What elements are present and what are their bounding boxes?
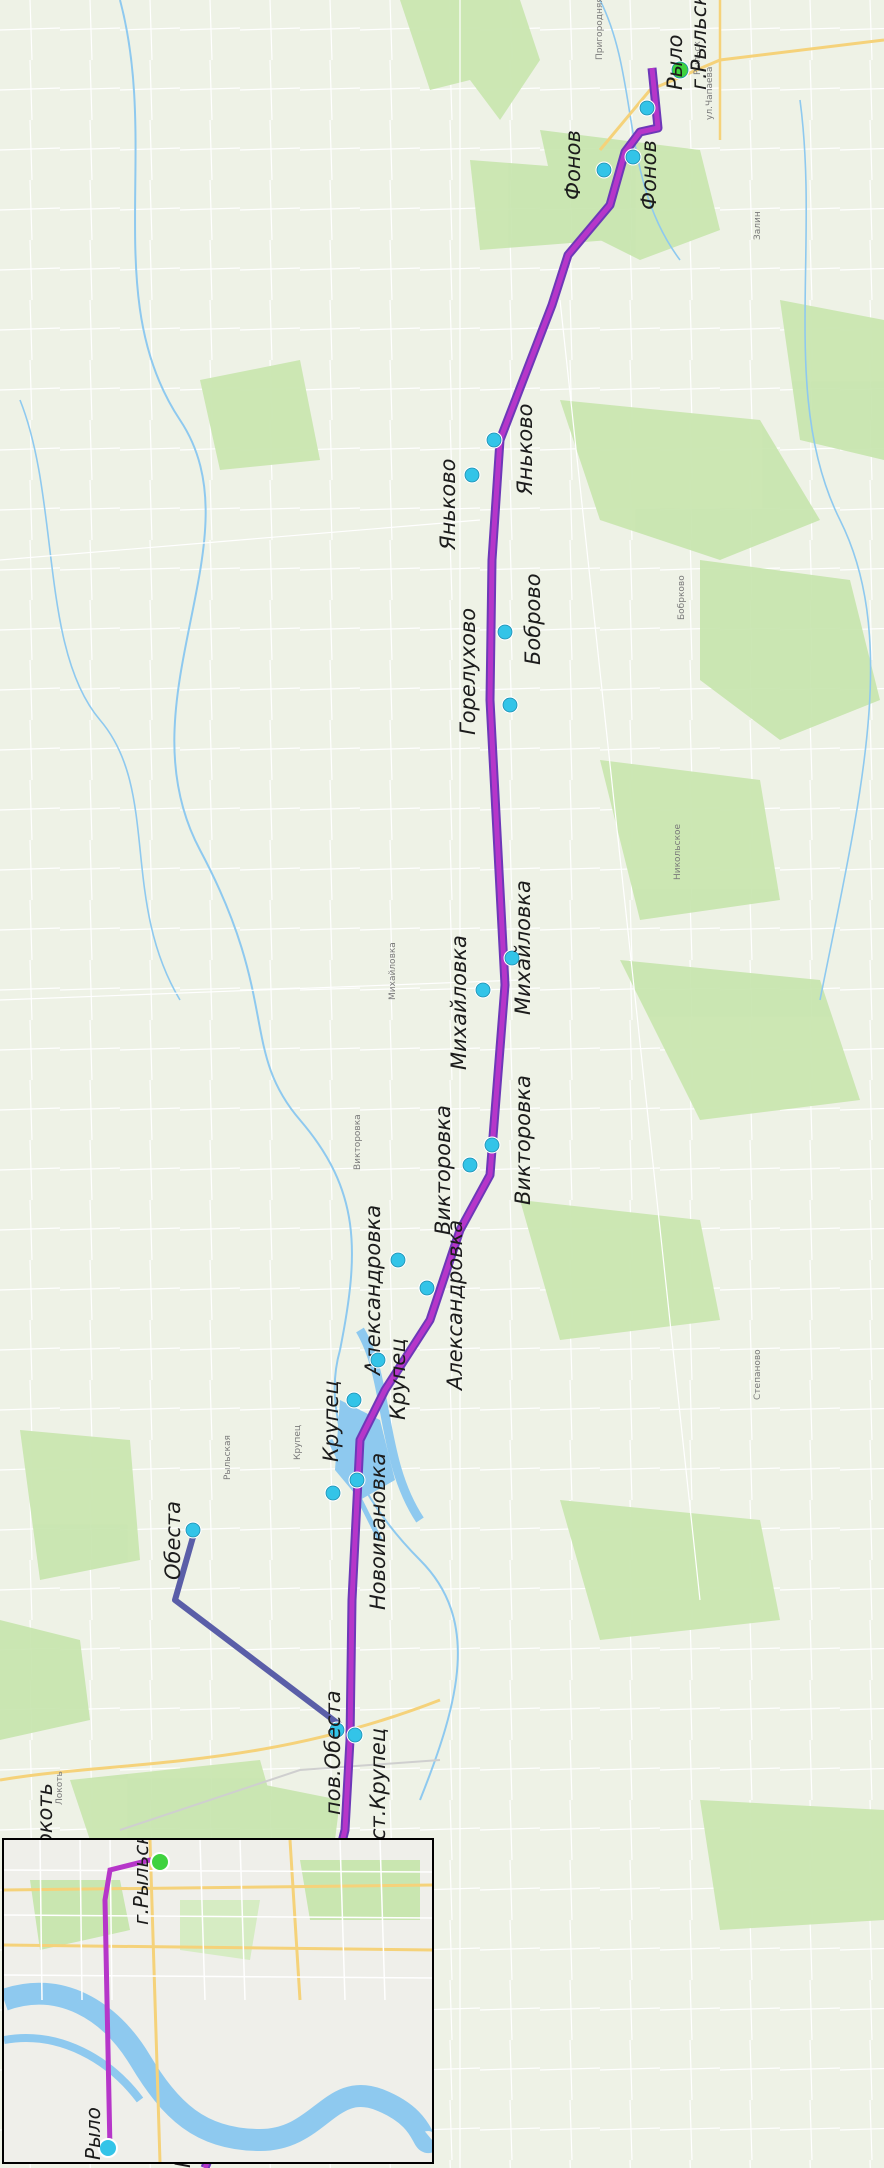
stop-marker[interactable]	[596, 162, 612, 178]
stop-aleksandrovka-top[interactable]: Александровка	[361, 1205, 407, 1377]
inset-stop-label: г.Рыльск	[129, 1833, 153, 1925]
stop-marker[interactable]	[185, 1522, 201, 1538]
stop-label: ст.Крупец	[366, 1728, 390, 1840]
town-label: Залин	[753, 211, 763, 240]
inset-park	[180, 1900, 260, 1960]
stop-rylo[interactable]: Рыло	[638, 34, 688, 117]
town-label: Рыльская	[223, 1435, 233, 1480]
stop-rylsk[interactable]: г.Рыльск	[670, 0, 712, 90]
stop-marker[interactable]	[347, 1727, 363, 1743]
inset-river	[4, 1982, 432, 2153]
stop-label: Михайловка	[447, 935, 471, 1070]
stop-label: Викторовка	[511, 1075, 535, 1205]
stop-label: Обеста	[161, 1501, 185, 1580]
inset-stop[interactable]: г.Рыльск	[129, 1833, 170, 1925]
stop-marker[interactable]	[502, 697, 518, 713]
stop-fonov-bot[interactable]: Фонов	[624, 140, 662, 210]
stop-fonov-top[interactable]: Фонов	[561, 130, 613, 200]
stop-obesta[interactable]: Обеста	[161, 1501, 202, 1580]
inset-river-arm	[4, 2034, 144, 2103]
stop-marker[interactable]	[346, 1392, 362, 1408]
stop-marker[interactable]	[419, 1280, 435, 1296]
stop-gorelukhovo[interactable]: Горелухово	[456, 608, 519, 735]
stop-viktorovka-top[interactable]: Викторовка	[431, 1105, 479, 1235]
route-branch-obesta	[172, 1529, 342, 1728]
stop-label: Боброво	[521, 573, 545, 665]
stop-marker[interactable]	[639, 100, 655, 116]
stop-marker[interactable]	[390, 1252, 406, 1268]
stop-mikhaylovka-bot[interactable]: Михайловка	[447, 935, 492, 1070]
town-label: ул.Чапаева	[705, 67, 715, 120]
stop-label: Фонов	[561, 130, 585, 200]
stop-marker[interactable]	[484, 1137, 500, 1153]
stop-novoivanovka[interactable]: Новоивановка	[348, 1453, 391, 1610]
stop-label: Александровка	[443, 1220, 467, 1392]
terminal-marker[interactable]	[671, 61, 689, 79]
town-label: Михайловка	[388, 942, 398, 1000]
stop-label: Горелухово	[456, 608, 480, 735]
town-label: Бобрково	[677, 575, 687, 620]
inset-stop[interactable]: Рыло	[81, 2107, 118, 2160]
stop-label: Викторовка	[431, 1105, 455, 1235]
stop-aleksandrovka-bot[interactable]: Александровка	[418, 1220, 468, 1392]
stop-marker[interactable]	[497, 624, 513, 640]
stop-marker[interactable]	[370, 1352, 386, 1368]
stop-label: Рыло	[663, 34, 687, 90]
stop-pov-obesta[interactable]: пов.Обеста	[321, 1690, 346, 1815]
town-label: Локоть	[55, 1771, 65, 1805]
stop-marker[interactable]	[464, 467, 480, 483]
town-label: Викторовка	[353, 1114, 363, 1170]
stop-label: пов.Обеста	[321, 1690, 345, 1815]
stop-st-krupets[interactable]: ст.Крупец	[346, 1726, 391, 1841]
stop-krupets-top[interactable]: Крупец	[319, 1380, 363, 1462]
stop-marker[interactable]	[486, 432, 502, 448]
stop-label: Фонов	[637, 140, 661, 210]
stop-mikhaylovka-top[interactable]: Михайловка	[503, 880, 536, 1015]
stop-bobrovo[interactable]: Боброво	[496, 573, 546, 665]
stop-label: г.Рыльск	[687, 0, 711, 90]
forest-areas	[0, 0, 884, 2070]
town-label: Никольское	[673, 823, 683, 880]
stop-marker[interactable]	[349, 1472, 365, 1488]
stop-marker[interactable]	[462, 1157, 478, 1173]
stop-novoivanovka-2[interactable]	[324, 1484, 342, 1502]
stop-marker[interactable]	[329, 1722, 345, 1738]
terminal-marker[interactable]	[150, 1852, 170, 1872]
stop-yankovo-top[interactable]: Яньково	[436, 459, 481, 551]
inset-stop-label: Рыло	[81, 2107, 105, 2160]
stop-marker[interactable]	[504, 950, 520, 966]
stop-marker[interactable]	[625, 149, 641, 165]
stop-yankovo-bot[interactable]: Яньково	[485, 404, 538, 496]
stop-label: Крупец	[386, 1338, 410, 1420]
lake	[335, 1400, 395, 1500]
stop-marker[interactable]	[475, 982, 491, 998]
stop-label: Михайловка	[511, 880, 535, 1015]
stop-label: Яньково	[513, 404, 537, 496]
stop-label: Яньково	[436, 459, 460, 551]
town-label: Пригородняя Слободка	[595, 0, 605, 60]
stop-krupets-bot[interactable]: Крупец	[369, 1338, 411, 1420]
inset-park	[300, 1860, 420, 1920]
town-label: Степаново	[753, 1349, 763, 1400]
stop-label: Крупец	[319, 1380, 343, 1462]
stop-marker[interactable]	[98, 2138, 118, 2158]
town-label: Крупец	[293, 1425, 303, 1460]
stop-viktorovka-bot[interactable]: Викторовка	[483, 1075, 536, 1205]
town-label: Рыльск	[693, 40, 703, 75]
rivers	[19, 0, 872, 1801]
stop-label: Александровка	[361, 1205, 385, 1377]
stop-marker[interactable]	[325, 1485, 341, 1501]
stop-label: Новоивановка	[366, 1453, 390, 1610]
